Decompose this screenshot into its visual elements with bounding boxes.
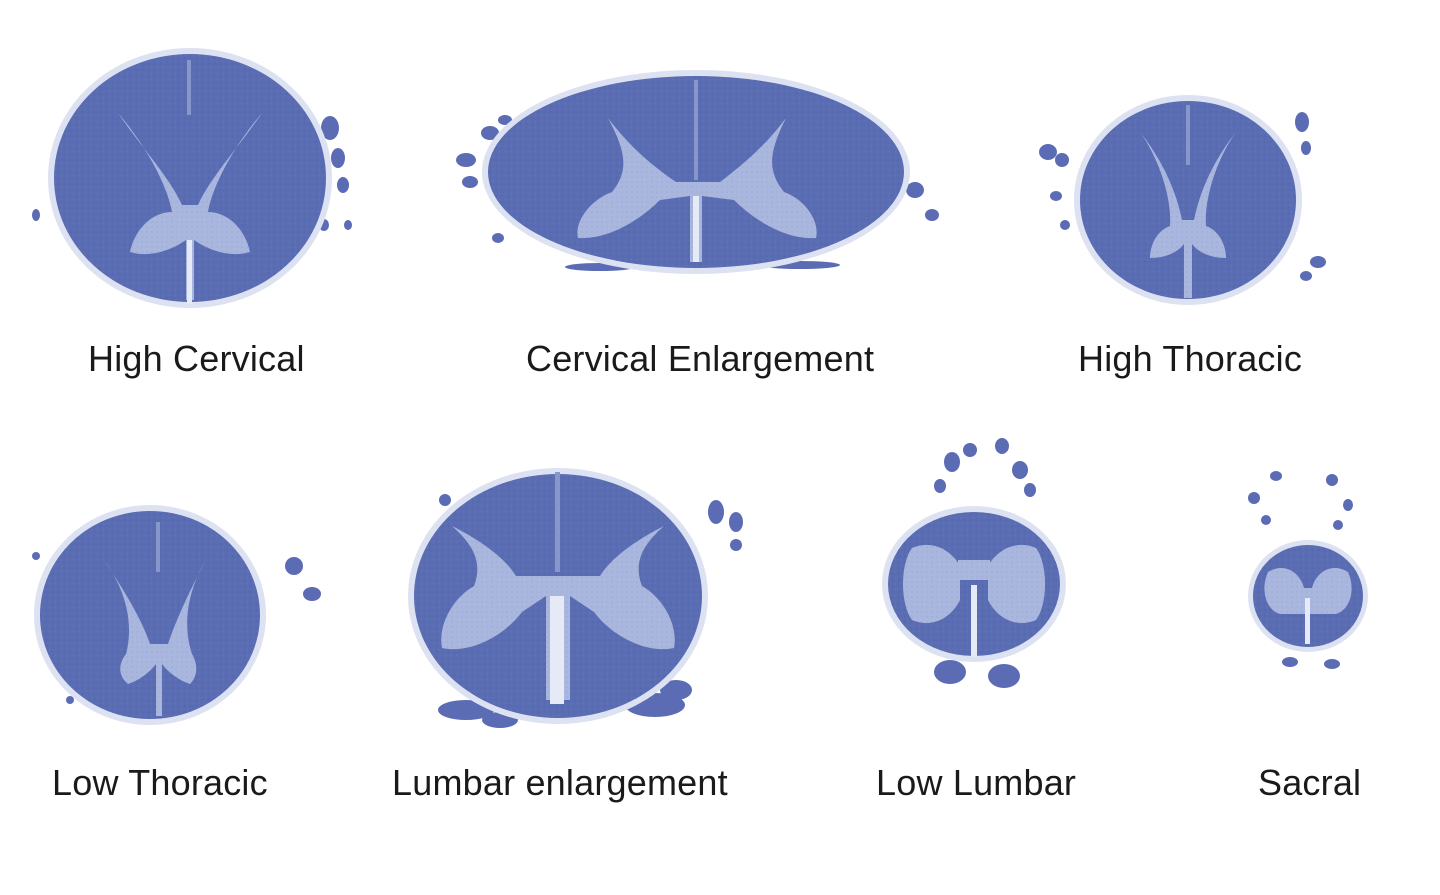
- label-low-lumbar: Low Lumbar: [876, 762, 1077, 803]
- label-lumbar-enlargement: Lumbar enlargement: [392, 762, 728, 803]
- section-sacral: [1248, 471, 1368, 669]
- section-low-lumbar: [882, 438, 1066, 688]
- label-high-cervical: High Cervical: [88, 338, 305, 379]
- section-lumbar-enlargement: [408, 468, 743, 728]
- label-low-thoracic: Low Thoracic: [52, 762, 268, 803]
- section-cervical-enlargement: [456, 70, 939, 274]
- section-low-thoracic: [32, 505, 321, 725]
- label-cervical-enlargement: Cervical Enlargement: [526, 338, 875, 379]
- label-sacral: Sacral: [1258, 762, 1362, 803]
- section-high-thoracic: [1039, 95, 1326, 305]
- section-high-cervical: [32, 48, 352, 308]
- label-high-thoracic: High Thoracic: [1078, 338, 1303, 379]
